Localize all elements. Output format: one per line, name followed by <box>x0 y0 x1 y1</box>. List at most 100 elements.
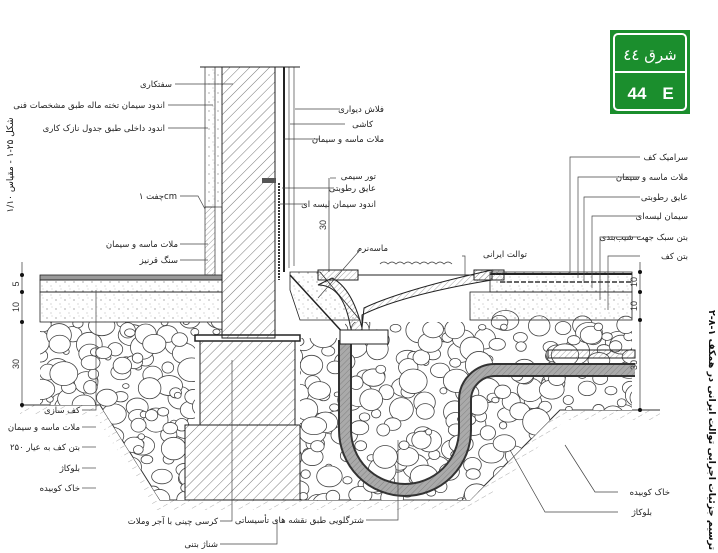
gravel-stone <box>329 403 340 412</box>
dim-left-10: 10 <box>11 302 21 312</box>
gravel-stone <box>349 420 370 436</box>
gravel-stone <box>524 475 534 483</box>
label-brick-plinth: کرسی چینی با آجر وملات <box>128 515 219 527</box>
gravel-stone <box>479 425 496 441</box>
label-compacted-soil-left: خاک کوبیده <box>40 484 80 494</box>
gravel-stone <box>611 491 627 500</box>
gravel-stone <box>40 378 56 400</box>
gravel-stone <box>84 488 97 500</box>
gravel-stone <box>142 333 167 354</box>
gravel-stone <box>551 457 567 471</box>
gravel-stone <box>212 328 221 335</box>
gravel-stone <box>499 421 508 430</box>
label-floor-ceramic: سرامیک کف <box>644 153 688 163</box>
dim-right-10b: 10 <box>629 301 639 311</box>
label-wire-mesh: تور سیمی <box>341 172 377 182</box>
gravel-stone <box>510 479 533 496</box>
gravel-stone <box>40 394 44 406</box>
gravel-stone <box>593 322 604 332</box>
gravel-stone <box>376 423 391 437</box>
gravel-stone <box>594 491 616 500</box>
gravel-stone <box>157 407 170 417</box>
gravel-stone <box>389 397 414 422</box>
gravel-stone <box>601 482 628 500</box>
gravel-stone <box>310 440 325 453</box>
left-floor-layers <box>39 274 223 323</box>
gravel-blockage <box>40 307 632 500</box>
gravel-stone <box>488 338 506 351</box>
gravel-stone <box>513 332 528 343</box>
gravel-stone <box>559 467 577 481</box>
gravel-stone <box>412 349 431 366</box>
label-floor-concrete: بتن کف <box>661 252 688 262</box>
gravel-stone <box>137 433 146 440</box>
label-wall-flashing: فلاش دیواری <box>338 105 384 115</box>
gravel-stone <box>415 403 435 420</box>
gravel-stone <box>627 443 632 459</box>
label-blockage-left: بلوکاژ <box>59 464 80 474</box>
gravel-stone <box>145 409 159 422</box>
label-mortar-bottom: ملات ماسه و سیمان <box>8 423 80 433</box>
gravel-stone <box>359 388 383 412</box>
gravel-stone <box>543 449 558 460</box>
gravel-stone <box>300 469 311 479</box>
gravel-stone <box>82 479 98 492</box>
right-dimension <box>638 262 642 412</box>
gravel-stone <box>398 368 428 394</box>
dim-left-30: 30 <box>11 359 21 369</box>
sign-number: 44 <box>628 84 647 103</box>
label-flooring: کف سازی <box>44 406 81 416</box>
gravel-stone <box>616 398 627 408</box>
gravel-stone <box>566 443 590 462</box>
gravel-stone <box>588 465 598 474</box>
label-soft-sand: ماسه‌نرم <box>357 244 388 254</box>
gravel-stone <box>498 496 520 500</box>
gravel-stone <box>567 485 596 500</box>
gravel-stone <box>603 459 630 485</box>
gravel-stone <box>130 417 147 433</box>
gravel-stone <box>96 388 118 407</box>
gravel-stone <box>625 418 632 434</box>
gravel-stone <box>160 436 187 461</box>
gravel-stone <box>40 328 50 356</box>
gravel-stone <box>404 314 414 322</box>
gravel-stone <box>536 455 546 465</box>
gravel-stone <box>537 476 565 500</box>
gravel-stone <box>95 346 113 360</box>
gravel-stone <box>307 381 331 400</box>
gravel-stone <box>299 354 324 376</box>
gravel-stone <box>111 488 129 500</box>
gravel-stone <box>140 454 154 465</box>
gravel-stone <box>465 468 481 480</box>
gravel-stone <box>562 395 574 406</box>
gravel-stone <box>171 332 188 347</box>
gravel-stone <box>375 364 387 374</box>
gravel-stone <box>348 486 373 500</box>
gravel-stone <box>615 426 632 448</box>
gravel-stone <box>124 328 136 338</box>
label-interior-plaster: اندود داخلی طبق جدول نازک کاری <box>43 124 165 134</box>
gravel-stone <box>309 326 337 348</box>
label-lightweight-concrete: بتن سبک جهت شیب‌بندی <box>600 233 688 243</box>
gravel-stone <box>497 486 511 499</box>
gravel-stone <box>425 428 433 436</box>
gravel-stone <box>99 458 121 477</box>
gravel-stone <box>615 495 627 500</box>
gravel-stone <box>439 387 448 395</box>
label-cement-plaster: اندود سیمان تخته ماله طبق مشخصات فنی <box>13 101 165 111</box>
gravel-stone <box>562 427 571 435</box>
label-concrete-250: بتن کف به عیار ۲۵۰ <box>10 443 80 453</box>
gravel-stone <box>588 441 611 463</box>
gravel-stone <box>394 446 420 467</box>
gravel-stone <box>515 341 527 352</box>
gravel-stone <box>80 355 101 371</box>
gravel-stone <box>137 377 162 400</box>
gravel-stone <box>92 493 117 500</box>
gravel-stone <box>554 321 572 336</box>
right-floor-layers <box>289 271 633 336</box>
gravel-stone <box>618 418 632 443</box>
gravel-stone <box>389 323 402 333</box>
gravel-stone <box>478 324 487 331</box>
gravel-stone <box>604 385 618 396</box>
